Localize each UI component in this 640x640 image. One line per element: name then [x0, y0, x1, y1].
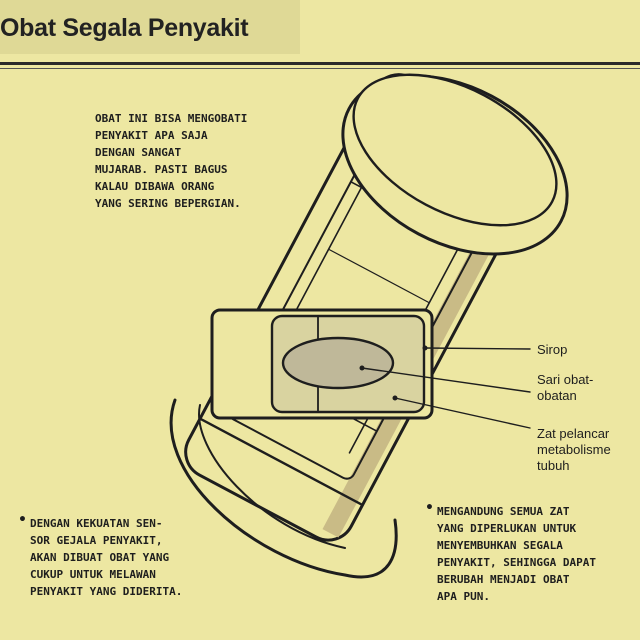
note-right: Mengandung semua zat yang diperlukan unt…	[437, 505, 596, 603]
page-title: Obat Segala Penyakit	[0, 14, 249, 42]
bullet-right: •	[425, 500, 434, 516]
bullet-left: •	[18, 512, 27, 528]
title-band	[0, 0, 300, 54]
capsule-top-cap	[341, 73, 569, 256]
leader-line-sari	[361, 367, 531, 393]
note-top: Obat ini bisa mengobati penyakit apa saj…	[95, 112, 248, 210]
leader-line-sirop	[424, 347, 531, 350]
label-sirop: Sirop	[537, 342, 568, 357]
capsule-bottom-cap	[169, 398, 398, 579]
leader-line-zat	[394, 397, 531, 429]
sensor-window	[210, 308, 434, 420]
label-zat-pelancar: Zat pelancar metabolisme tubuh	[537, 426, 611, 473]
note-left: Dengan kekuatan sen- sor gejala penyakit…	[30, 517, 183, 598]
frame-inner-line	[0, 68, 640, 69]
frame-top-border	[0, 62, 640, 640]
label-sari-obat: Sari obat- obatan	[537, 372, 594, 403]
